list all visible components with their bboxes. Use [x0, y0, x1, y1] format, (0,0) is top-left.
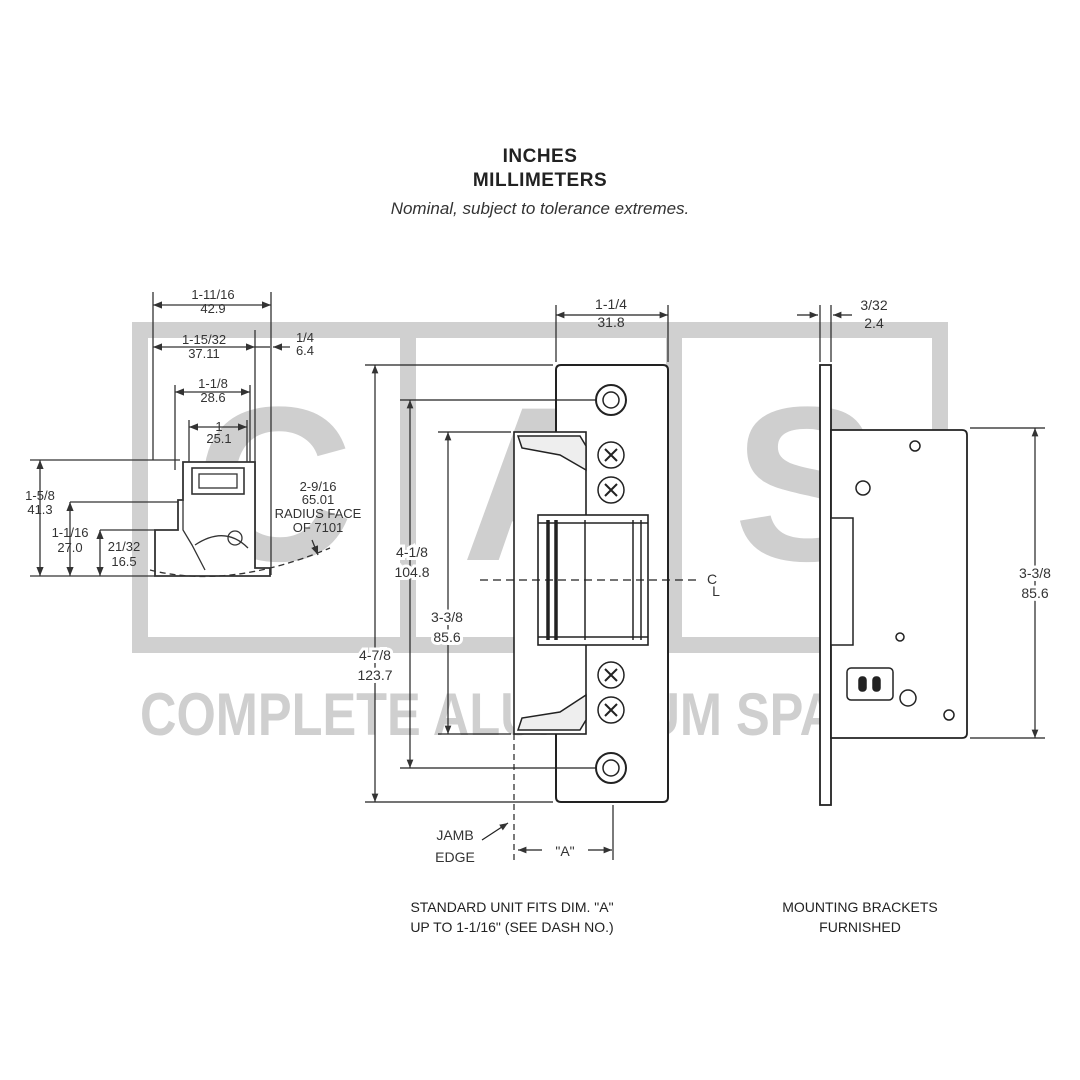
front-width-mm: 31.8 — [597, 314, 624, 330]
edge-hole-4 — [899, 689, 917, 707]
centerline-label: C — [707, 571, 717, 587]
radius-note-2: 65.01 — [302, 492, 335, 507]
tolerance-note: Nominal, subject to tolerance extremes. — [390, 199, 690, 218]
side-dim-3-in: 1-1/8 — [198, 376, 228, 391]
edge-caption-2: FURNISHED — [819, 919, 901, 935]
side-dim-4-mm: 25.1 — [206, 431, 231, 446]
side-dim-5-mm: 6.4 — [296, 343, 314, 358]
side-dim-7-in: 1-1/16 — [52, 525, 89, 540]
side-dim-6-in: 1-5/8 — [25, 488, 55, 503]
front-overall-in: 4-7/8 — [359, 647, 391, 663]
front-keeper-mm-halo: 85.6 — [433, 629, 460, 645]
side-dim-4-in: 1 — [215, 419, 222, 434]
radius-note-3: RADIUS FACE — [275, 506, 362, 521]
dim-a-label: "A" — [555, 843, 574, 859]
side-dim-3-mm: 28.6 — [200, 390, 225, 405]
screw-1 — [597, 441, 625, 469]
side-dim-8-mm: 16.5 — [111, 554, 136, 569]
side-dim-2-mm: 37.11 — [188, 346, 220, 361]
side-view — [30, 292, 331, 578]
edge-height-in: 3-3/8 — [1019, 565, 1051, 581]
edge-thickness-in: 3/32 — [860, 297, 887, 313]
screw-4 — [597, 696, 625, 724]
units-title-inches: INCHES — [502, 146, 578, 167]
screw-2 — [597, 476, 625, 504]
side-dim-1-in: 1-11/16 — [191, 287, 234, 302]
front-keeper-in: 3-3/8 — [431, 609, 463, 625]
units-title-millimeters: MILLIMETERS — [472, 170, 608, 191]
front-hole-spacing-in-halo: 4-1/8 — [396, 544, 428, 560]
front-overall-mm: 123.7 — [357, 667, 392, 683]
front-view — [365, 305, 700, 862]
radius-note-4: OF 7101 — [293, 520, 344, 535]
side-dim-1-mm: 42.9 — [200, 301, 225, 316]
edge-body — [830, 429, 968, 739]
side-dim-5-in: 1/4 — [296, 330, 314, 345]
front-caption-1: STANDARD UNIT FITS DIM. "A" — [410, 899, 613, 915]
radius-note-1: 2-9/16 — [300, 479, 337, 494]
edge-height-mm: 85.6 — [1021, 585, 1048, 601]
edge-view — [797, 305, 1045, 806]
edge-height-in-halo: 3-3/8 — [1019, 565, 1051, 581]
edge-hole-5 — [943, 709, 955, 721]
edge-hole-1 — [909, 440, 921, 452]
edge-hole-2 — [855, 480, 871, 496]
side-dim-6-mm: 41.3 — [27, 502, 52, 517]
terminal-block — [846, 667, 894, 701]
jamb-edge-label-2: EDGE — [435, 849, 475, 865]
front-keeper-in-halo: 3-3/8 — [431, 609, 463, 625]
jamb-edge-label-1: JAMB — [436, 827, 473, 843]
side-dim-8-in: 21/32 — [108, 539, 141, 554]
side-dim-2-in: 1-15/32 — [182, 332, 226, 347]
front-hole-spacing-mm: 104.8 — [394, 564, 429, 580]
edge-thickness-mm: 2.4 — [864, 315, 884, 331]
edge-caption-1: MOUNTING BRACKETS — [782, 899, 938, 915]
edge-faceplate — [819, 364, 832, 806]
front-width-in: 1-1/4 — [595, 296, 627, 312]
front-keeper-mm: 85.6 — [433, 629, 460, 645]
edge-hole-3 — [895, 632, 905, 642]
front-hole-spacing-in: 4-1/8 — [396, 544, 428, 560]
edge-height-mm-halo: 85.6 — [1021, 585, 1048, 601]
front-hole-spacing-mm-halo: 104.8 — [394, 564, 429, 580]
centerline-label-sub: L — [712, 583, 720, 599]
front-overall-in-halo: 4-7/8 — [359, 647, 391, 663]
side-dim-7-mm: 27.0 — [57, 540, 82, 555]
front-overall-mm-halo: 123.7 — [357, 667, 392, 683]
front-caption-2: UP TO 1-1/16" (SEE DASH NO.) — [410, 919, 613, 935]
screw-3 — [597, 661, 625, 689]
